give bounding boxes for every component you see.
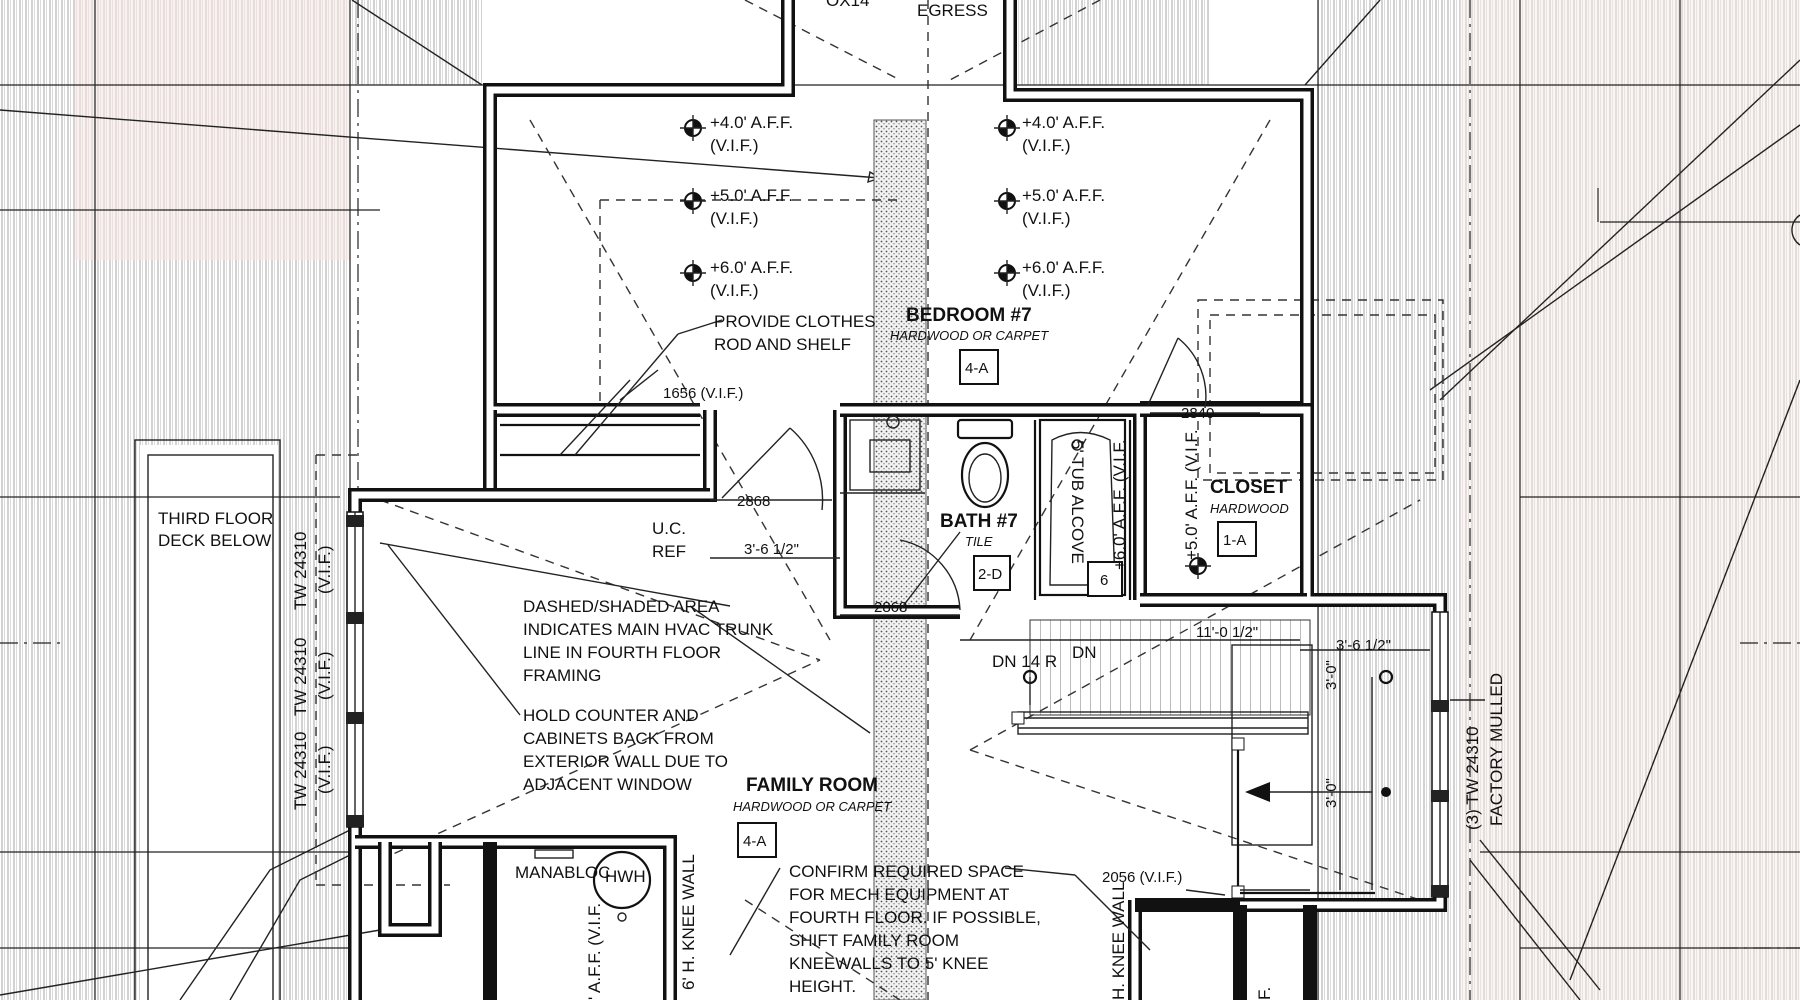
- counter-note-3: EXTERIOR WALL DUE TO: [523, 752, 728, 771]
- clothes-rod-note-1: PROVIDE CLOTHES: [714, 312, 876, 331]
- knee-wall-left: 6' H. KNEE WALL: [679, 854, 698, 990]
- window-tag-2-vif: (V.I.F.): [315, 652, 334, 701]
- hvac-note-1: DASHED/SHADED AREA: [523, 597, 720, 616]
- frag-l: F.: [1255, 987, 1274, 1000]
- closet-finish: HARDWOOD: [1210, 501, 1289, 516]
- knee-wall-right: H. KNEE WALL: [1109, 882, 1128, 1000]
- aff-4-right: +4.0' A.F.F.: [1022, 113, 1105, 132]
- dn-label: DN: [1072, 643, 1097, 662]
- door-swing-icon: [559, 337, 1207, 611]
- vif-right-4: (V.I.F.): [1022, 136, 1071, 155]
- bath-finish: TILE: [965, 534, 993, 549]
- window-tag-right-1: (3) TW 24310: [1463, 726, 1482, 830]
- dim-11-0: 11'-0 1/2": [1196, 624, 1258, 641]
- window-tag-1-vif: (V.I.F.): [315, 546, 334, 595]
- walls: [348, 0, 1447, 1000]
- leader-lines: [379, 319, 1485, 956]
- mech-note-5: KNEEWALLS TO 5' KNEE: [789, 954, 988, 973]
- bedroom-name: BEDROOM #7: [906, 305, 1032, 326]
- dim-2868-bath: 2868: [874, 599, 907, 616]
- uc-ref-1: U.C.: [652, 519, 686, 538]
- family-room-tag: 4-A: [743, 833, 766, 850]
- closet-tag: 1-A: [1223, 532, 1246, 549]
- tub-alcove-label: 5' TUB ALCOVE: [1068, 440, 1087, 564]
- water-heater-icon: [534, 849, 652, 922]
- mech-note-2: FOR MECH EQUIPMENT AT: [789, 885, 1009, 904]
- counter-note-4: ADJACENT WINDOW: [523, 775, 692, 794]
- window-tag-1: TW 24310: [291, 532, 310, 610]
- dn-14r: DN 14 R: [992, 652, 1057, 671]
- mech-note-6: HEIGHT.: [789, 977, 856, 996]
- aff-4-left: +4.0' A.F.F.: [710, 113, 793, 132]
- bathtub-icon: [1038, 418, 1127, 597]
- aff-6-bath: +6.0' A.F.F. (V.I.F.: [1110, 439, 1129, 570]
- mech-note-1: CONFIRM REQUIRED SPACE: [789, 862, 1024, 881]
- mech-note-3: FOURTH FLOOR. IF POSSIBLE,: [789, 908, 1041, 927]
- window-tag-3-vif: (V.I.F.): [315, 746, 334, 795]
- aff-6-right: +6.0' A.F.F.: [1022, 258, 1105, 277]
- vif-right-5: (V.I.F.): [1022, 209, 1071, 228]
- window-tag-2: TW 24310: [291, 638, 310, 716]
- dim-3-6-half: 3'-6 1/2": [744, 541, 799, 558]
- vif-right-6: (V.I.F.): [1022, 281, 1071, 300]
- stair: [1011, 619, 1394, 899]
- bath-door-tag: 6: [1100, 572, 1108, 589]
- hwh-label: HWH: [605, 867, 646, 886]
- bedroom-finish: HARDWOOD OR CARPET: [890, 328, 1049, 343]
- vif-left-6: (V.I.F.): [710, 281, 759, 300]
- bedroom-tag: 4-A: [965, 360, 988, 377]
- hvac-note-2: INDICATES MAIN HVAC TRUNK: [523, 620, 774, 639]
- aff-6-left: +6.0' A.F.F.: [710, 258, 793, 277]
- dim-1656: 1656 (V.I.F.): [663, 385, 743, 402]
- mech-note-4: SHIFT FAMILY ROOM: [789, 931, 959, 950]
- family-room-finish: HARDWOOD OR CARPET: [733, 799, 892, 814]
- family-room-name: FAMILY ROOM: [746, 775, 878, 796]
- clothes-rod-note-2: ROD AND SHELF: [714, 335, 851, 354]
- frag-top: OX14: [826, 0, 869, 10]
- vif-left-5: (V.I.F.): [710, 209, 759, 228]
- hvac-note-3: LINE IN FOURTH FLOOR: [523, 643, 721, 662]
- dim-3-0-b: 3'-0": [1323, 778, 1340, 808]
- third-floor-label-2: DECK BELOW: [158, 531, 271, 550]
- vif-left-4: (V.I.F.): [710, 136, 759, 155]
- manabloc-label: MANABLOC: [515, 863, 610, 882]
- closet-name: CLOSET: [1210, 477, 1287, 498]
- egress-label: EGRESS: [917, 1, 988, 20]
- ceiling-height-marker-icon: [680, 115, 1211, 579]
- third-floor-label-1: THIRD FLOOR: [158, 509, 273, 528]
- aff-5-right: +5.0' A.F.F.: [1022, 186, 1105, 205]
- hvac-note-4: FRAMING: [523, 666, 601, 685]
- dim-3-0-a: 3'-0": [1323, 660, 1340, 690]
- counter-note-2: CABINETS BACK FROM: [523, 729, 714, 748]
- hvac-trunk-zone: [873, 119, 927, 1000]
- dim-3-6-stair: 3'-6 1/2": [1336, 637, 1391, 654]
- dim-2840: 2840: [1181, 405, 1214, 422]
- dim-2868-top: 2868: [737, 493, 770, 510]
- stair-arrow-icon: [1245, 782, 1270, 802]
- bath-tag: 2-D: [978, 566, 1002, 583]
- dimension-lines: [620, 404, 1430, 891]
- aff-5-closet: +5.0' A.F.F. (V.I.F.: [1182, 429, 1201, 560]
- aff-5-left: +5.0' A.F.F.: [710, 186, 793, 205]
- aff-vif-low: ' A.F.F. (V.I.F.: [585, 903, 604, 1000]
- uc-ref-2: REF: [652, 542, 686, 561]
- toilet-icon: [956, 418, 1014, 509]
- window-tag-3: TW 24310: [291, 732, 310, 810]
- annotations: OX14 EGRESS +4.0' A.F.F. (V.I.F.) +5.0' …: [158, 0, 1506, 1000]
- bath-name: BATH #7: [940, 511, 1018, 532]
- counter-note-1: HOLD COUNTER AND: [523, 706, 699, 725]
- dim-2056: 2056 (V.I.F.): [1102, 869, 1182, 886]
- windows: [346, 511, 1449, 898]
- window-tag-right-2: FACTORY MULLED: [1487, 673, 1506, 826]
- sink-icon: [849, 415, 921, 491]
